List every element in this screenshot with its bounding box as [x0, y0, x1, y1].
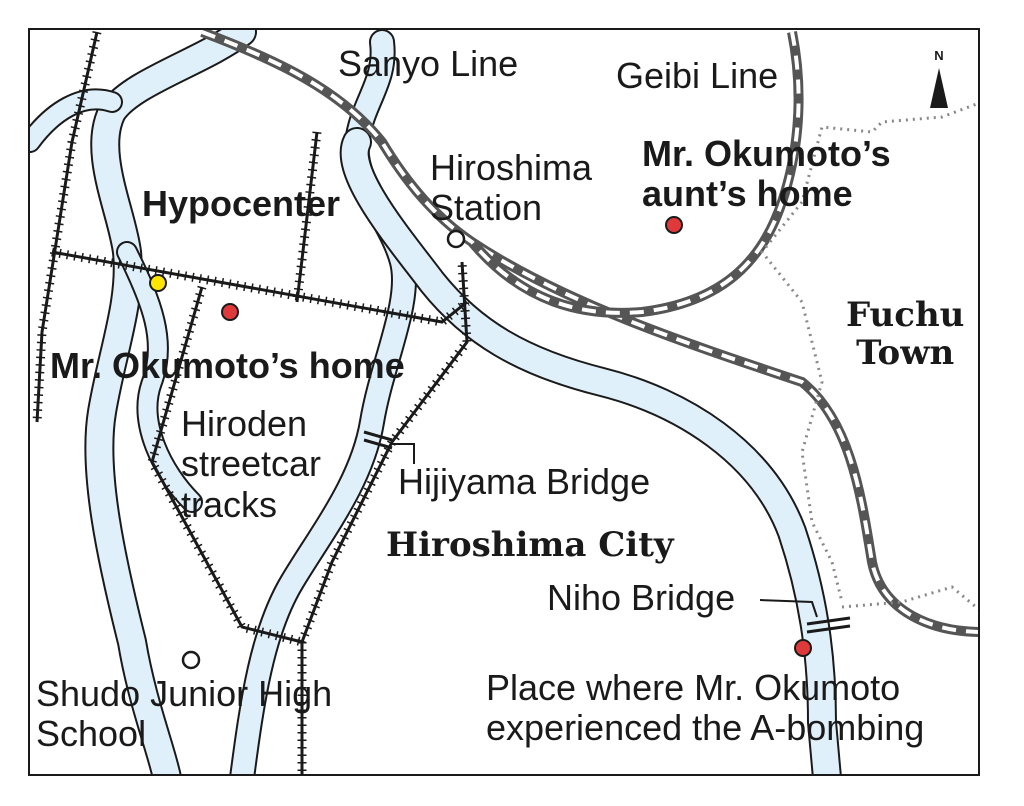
railways [200, 30, 978, 637]
map-canvas: N [30, 30, 978, 774]
leader-lines [392, 443, 818, 618]
fuchu-town-label: Fuchu Town [846, 295, 965, 374]
north-arrow-icon: N [930, 48, 948, 108]
hiroshima-station-marker [446, 229, 466, 249]
aunt-home-label: Mr. Okumoto’s aunt’s home [642, 133, 891, 215]
okumoto-home-label: Mr. Okumoto’s home [50, 345, 405, 386]
geibi-line-label: Geibi Line [616, 55, 779, 96]
streetcar-tracks-label: Hiroden streetcar tracks [181, 403, 322, 525]
hiroshima-city-label: Hiroshima City [386, 525, 674, 565]
shudo-school-label: Shudo Junior High School [36, 673, 333, 755]
north-arrow-label: N [934, 48, 943, 63]
shudo-school-marker [181, 650, 201, 670]
sanyo-line-label: Sanyo Line [338, 43, 519, 84]
aunt-home-marker [665, 216, 683, 234]
town-boundary [760, 101, 978, 611]
bombing-place-marker [794, 639, 812, 657]
bombing-place-label: Place where Mr. Okumoto experienced the … [486, 667, 925, 749]
hiroshima-station-label: Hiroshima Station [430, 147, 593, 229]
hypocenter-label: Hypocenter [142, 183, 341, 224]
niho-bridge-label: Niho Bridge [547, 577, 736, 618]
niho-bridge-mark [806, 616, 851, 634]
hijiyama-bridge-label: Hijiyama Bridge [398, 461, 651, 502]
streetcar-tracks [32, 31, 472, 774]
okumoto-home-marker [221, 303, 239, 321]
hijiyama-bridge-mark [363, 430, 393, 450]
bridges [363, 430, 851, 634]
map-frame: N [28, 28, 980, 776]
rivers [30, 30, 842, 774]
hypocenter-marker [149, 274, 167, 292]
markers [149, 216, 812, 670]
